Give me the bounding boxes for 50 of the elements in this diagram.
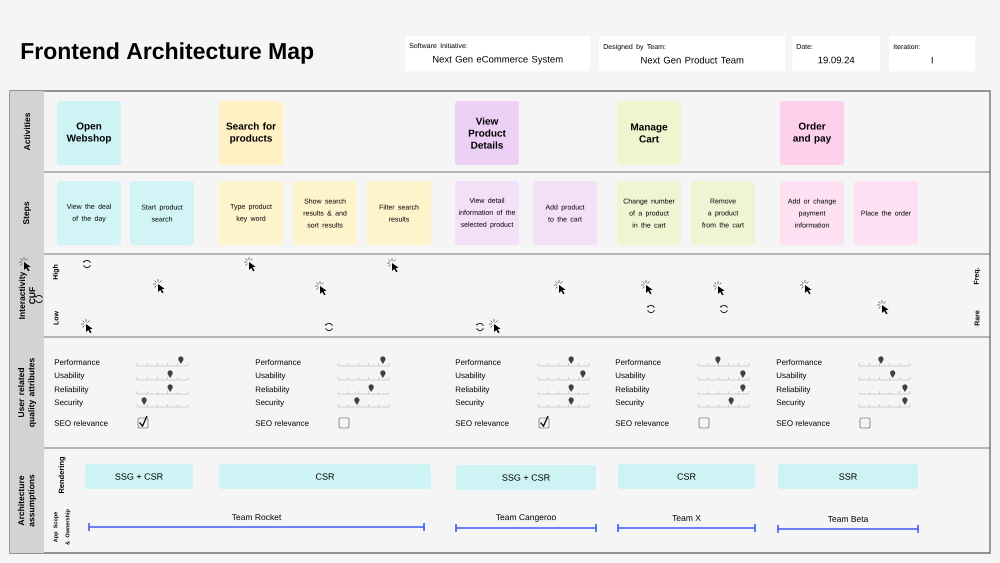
row-header: Architecture assumptions <box>10 448 44 553</box>
node-label: Activities <box>24 112 30 150</box>
title: Frontend Architecture Map <box>22 42 314 64</box>
attribute-label: Usability <box>256 372 286 380</box>
attribute-label: SEO relevance <box>776 420 830 426</box>
attribute-label: Security <box>54 399 84 407</box>
row-header: Steps <box>10 172 44 254</box>
activity-note: Open Webshop <box>57 101 121 165</box>
rendering-box: SSG + CSR <box>85 464 193 489</box>
attribute-label: Performance <box>256 359 301 365</box>
attribute-label: Security <box>616 399 644 407</box>
team-label: Team Rocket <box>232 514 282 520</box>
attribute-label: Reliability <box>456 386 490 394</box>
team-label: Team Beta <box>828 516 868 522</box>
attribute-label: SEO relevance <box>256 420 309 426</box>
attribute-label: SEO relevance <box>616 420 669 426</box>
activity-note: Manage Cart <box>617 101 681 165</box>
activity-note: Search for products <box>219 101 283 165</box>
attribute-label: Reliability <box>776 386 810 394</box>
attribute-label: Reliability <box>54 386 88 394</box>
attribute-label: Security <box>256 399 284 407</box>
node-label: Interactivity CUF <box>18 272 36 319</box>
rendering-box: SSR <box>778 464 918 489</box>
attribute-label: Usability <box>616 372 646 380</box>
team-label: Team X <box>672 515 701 521</box>
rendering-box: SSG + CSR <box>456 465 596 490</box>
attribute-label: Usability <box>54 372 84 380</box>
row-header: Interactivity CUF <box>10 254 44 337</box>
node-label: Architecture assumptions <box>18 474 36 526</box>
attribute-label: Performance <box>456 359 501 365</box>
team-label: Team Cangeroo <box>496 514 556 522</box>
node-label: Steps <box>23 202 31 224</box>
attribute-label: Security <box>776 399 806 407</box>
attribute-label: Performance <box>616 359 661 365</box>
attribute-label: SEO relevance <box>456 420 509 426</box>
rendering-box: CSR <box>618 464 755 489</box>
attribute-label: Performance <box>54 359 100 365</box>
attribute-label: Security <box>456 399 484 407</box>
attribute-label: SEO relevance <box>54 420 108 426</box>
node-label: User related quality attributes <box>18 358 36 427</box>
attribute-label: Reliability <box>616 386 650 394</box>
activity-note: Order and pay <box>780 101 844 165</box>
rendering-box: CSR <box>219 464 431 489</box>
attribute-label: Usability <box>776 372 806 380</box>
attribute-label: Reliability <box>256 386 290 394</box>
row-header: Activities <box>10 91 44 172</box>
attribute-label: Performance <box>776 359 822 365</box>
attribute-label: Usability <box>456 372 486 380</box>
activity-note: View Product Details <box>455 101 519 165</box>
row-header: User related quality attributes <box>10 337 44 448</box>
